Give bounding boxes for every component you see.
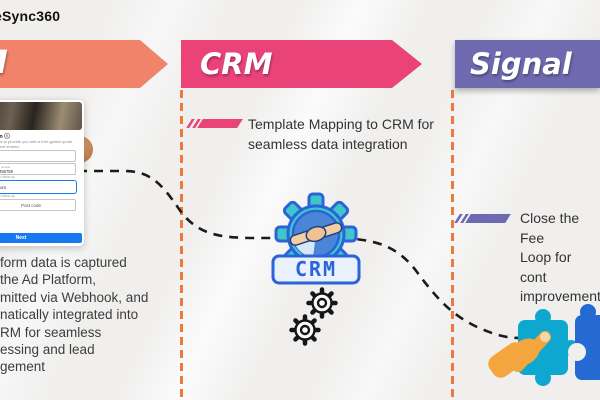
signal-accent-mark	[454, 214, 511, 223]
description-line: natically integrated into	[0, 307, 139, 323]
banner-signal-arrow: Signal	[455, 40, 600, 88]
crm-description: Template Mapping to CRM for seamless dat…	[248, 116, 434, 152]
section-divider-right	[451, 90, 454, 400]
postcode-field: Post code	[0, 199, 76, 211]
crm-accent-mark	[186, 119, 243, 128]
left-description: form data is captured the Ad Platform, m…	[0, 254, 148, 376]
next-button: Next	[0, 233, 82, 243]
consent-text: forming may contact you in follow up.	[0, 194, 16, 198]
gears-icon	[289, 287, 338, 346]
puzzle-connection-icon	[488, 304, 600, 386]
ad-photo	[0, 102, 82, 130]
banner-form-arrow: M	[0, 40, 168, 88]
hand-icon	[488, 331, 551, 378]
email-field-highlighted: mple@example.com	[0, 180, 77, 194]
phone-field: Phone number 123456789	[0, 163, 76, 175]
banner-form-partial-label: M	[0, 43, 8, 81]
form-privacy-text: ll only use your details to provide you …	[0, 139, 74, 149]
crm-badge-label: CRM	[295, 257, 337, 281]
banner-signal-label: Signal	[470, 47, 572, 81]
consent-text: forming may contact you in follow up.	[0, 175, 16, 179]
description-line: the Ad Platform,	[0, 272, 97, 288]
logo: eSync360	[0, 8, 61, 24]
description-line: gement	[0, 359, 46, 375]
crm-gear-handshake-icon: CRM	[271, 192, 361, 285]
signal-description: Close the Fee Loop for cont improvement	[520, 210, 600, 304]
puzzle-piece-blue	[568, 304, 600, 380]
banner-crm-arrow: CRM	[181, 40, 422, 88]
description-line: RM for seamless	[0, 324, 102, 340]
section-divider-left	[180, 90, 183, 400]
description-line: essing and lead	[0, 342, 95, 358]
banner-crm-label: CRM	[200, 47, 273, 81]
description-line: mitted via Webhook, and	[0, 289, 149, 305]
lead-form-preview: act information ⓘ ll only use your detai…	[0, 100, 84, 246]
handshake-icon	[289, 222, 343, 246]
description-line: form data is captured	[0, 255, 127, 270]
name-field: mple	[0, 150, 76, 162]
